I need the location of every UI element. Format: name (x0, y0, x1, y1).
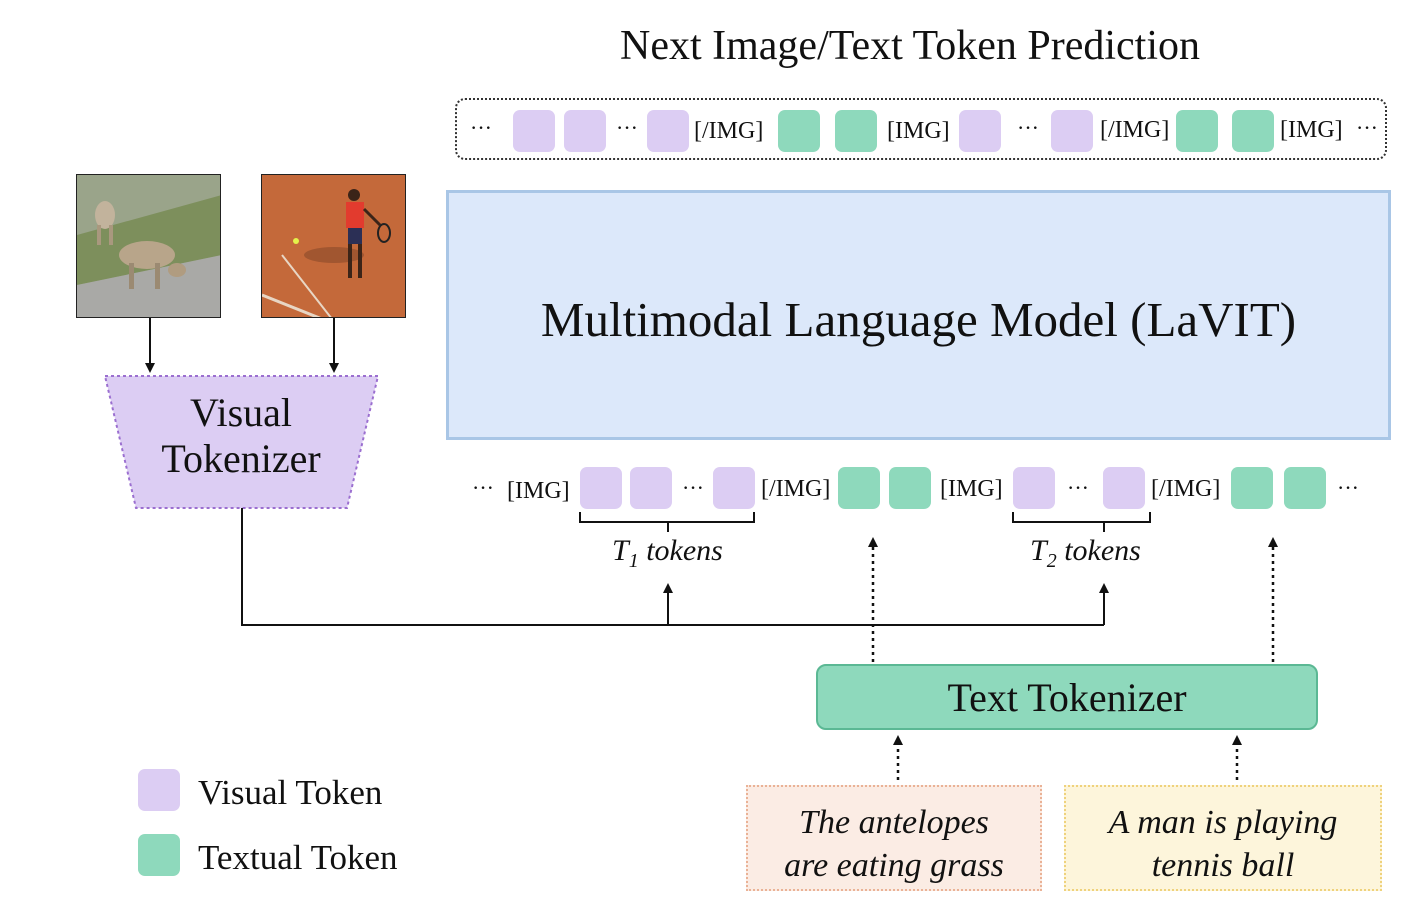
t2-sub: 2 (1046, 550, 1057, 572)
text-tokenizer: Text Tokenizer (816, 664, 1318, 730)
ellipsis: ··· (470, 115, 492, 140)
textual-token (835, 110, 877, 152)
visual-token (630, 467, 672, 509)
legend-textual-swatch (138, 834, 180, 876)
ellipsis: ··· (616, 115, 638, 140)
t1-word: tokens (646, 534, 723, 567)
antelope-photo (76, 174, 221, 318)
legend-textual-label: Textual Token (198, 838, 398, 877)
img-open-token: [IMG] (940, 476, 1003, 502)
visual-tokenizer-label: Visual Tokenizer (105, 390, 377, 482)
t1-sub: 1 (628, 550, 639, 572)
t2-token-count: T2 tokens (1030, 534, 1141, 573)
caption-tennis: A man is playing tennis ball (1064, 785, 1382, 891)
visual-token (713, 467, 755, 509)
prediction-title: Next Image/Text Token Prediction (619, 23, 1201, 69)
textual-token (778, 110, 820, 152)
textual-token (1284, 467, 1326, 509)
model-label: Multimodal Language Model (LaVIT) (540, 291, 1297, 347)
img-open-token: [IMG] (1280, 117, 1343, 143)
visual-token (959, 110, 1001, 152)
textual-token (1232, 110, 1274, 152)
t1-token-count: T1 tokens (612, 534, 723, 573)
caption-antelopes: The antelopes are eating grass (746, 785, 1042, 891)
visual-token (647, 110, 689, 152)
visual-token (1013, 467, 1055, 509)
legend-visual-swatch (138, 769, 180, 811)
output-token-sequence (455, 98, 1387, 160)
ellipsis: ··· (472, 475, 494, 500)
img-close-token: [/IMG] (1100, 117, 1170, 143)
ellipsis: ··· (1067, 475, 1089, 500)
visual-token (513, 110, 555, 152)
visual-token (580, 467, 622, 509)
img-close-token: [/IMG] (761, 476, 831, 502)
t1-var: T (612, 534, 629, 567)
ellipsis: ··· (682, 475, 704, 500)
ellipsis: ··· (1356, 115, 1378, 140)
textual-token (1231, 467, 1273, 509)
visual-token (564, 110, 606, 152)
t2-word: tokens (1064, 534, 1141, 567)
img-open-token: [IMG] (507, 478, 570, 504)
visual-tokenizer-line1: Visual (189, 390, 293, 435)
caption-line: The antelopes (799, 804, 989, 841)
visual-tokenizer-line2: Tokenizer (161, 436, 321, 481)
textual-token (1176, 110, 1218, 152)
textual-token (889, 467, 931, 509)
multimodal-language-model: Multimodal Language Model (LaVIT) (446, 190, 1391, 440)
ellipsis: ··· (1017, 115, 1039, 140)
caption-line: tennis ball (1151, 847, 1295, 884)
legend-visual-label: Visual Token (198, 773, 383, 812)
ellipsis: ··· (1337, 475, 1359, 500)
textual-token (838, 467, 880, 509)
t2-var: T (1030, 534, 1047, 567)
caption-line: A man is playing (1108, 804, 1338, 841)
caption-line: are eating grass (784, 847, 1004, 884)
visual-token (1051, 110, 1093, 152)
img-open-token: [IMG] (887, 118, 950, 144)
img-close-token: [/IMG] (1151, 476, 1221, 502)
visual-token (1103, 467, 1145, 509)
img-close-token: [/IMG] (694, 118, 764, 144)
visual-tokenizer-shape (103, 375, 380, 509)
tennis-photo (261, 174, 406, 318)
text-tokenizer-label: Text Tokenizer (947, 674, 1187, 720)
